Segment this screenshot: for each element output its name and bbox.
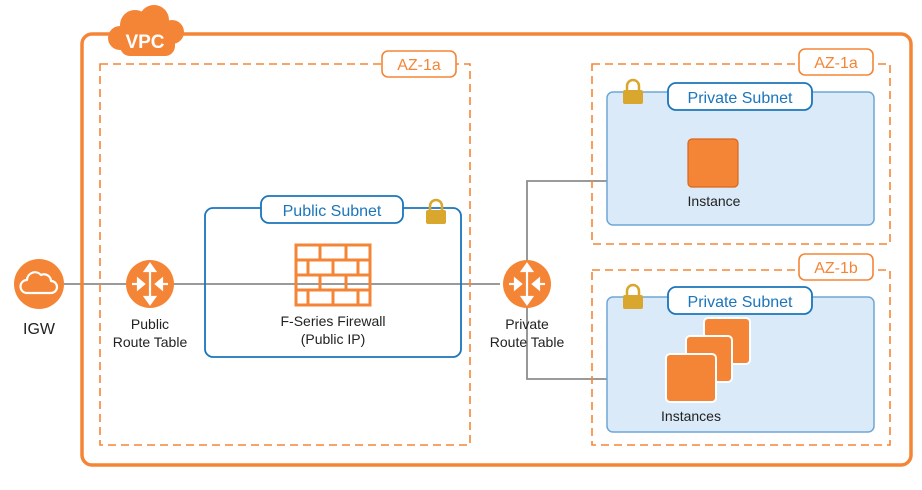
instance-node: Instance (687, 138, 741, 209)
az-left-badge (381, 50, 457, 78)
private-route-table-line2: Route Table (490, 334, 565, 350)
firewall-line2: (Public IP) (301, 331, 366, 347)
instance-label: Instance (688, 193, 741, 209)
lock-icon (623, 78, 643, 104)
router-to-private-subnet-top-line (526, 180, 607, 262)
private-subnet-top: Private Subnet (606, 82, 875, 226)
instance-icon (687, 138, 739, 188)
az-right-top-container: AZ-1a (591, 48, 891, 245)
lock-icon (426, 198, 446, 224)
firewall-node: F-Series Firewall (Public IP) (280, 243, 386, 347)
private-route-table-node: Private Route Table (490, 260, 565, 350)
vpc-label: VPC (125, 32, 164, 53)
igw-label: IGW (23, 321, 56, 338)
instances-label: Instances (661, 408, 721, 424)
private-subnet-bottom-badge (667, 286, 813, 315)
az-left-container: AZ-1a (99, 50, 471, 446)
az-left-label: AZ-1a (397, 57, 441, 74)
az-right-top-badge (798, 48, 874, 76)
az-right-bottom-container: AZ-1b (591, 253, 891, 446)
instances-icon (665, 317, 751, 403)
public-subnet-label: Public Subnet (283, 203, 382, 220)
private-subnet-bottom-label: Private Subnet (688, 294, 794, 311)
igw-icon (14, 259, 64, 309)
vpc-cloud-icon (108, 5, 184, 56)
cloud-icon (19, 271, 59, 295)
vpc-container: VPC (80, 5, 913, 467)
az-right-bottom-label: AZ-1b (814, 260, 858, 277)
firewall-line1: F-Series Firewall (280, 313, 385, 329)
public-route-table-node: Public Route Table (113, 260, 188, 350)
public-route-table-line1: Public (131, 316, 169, 332)
firewall-icon (294, 243, 372, 307)
az-right-bottom-badge (798, 253, 874, 281)
igw-node: IGW (14, 259, 64, 338)
private-route-table-line1: Private (505, 316, 549, 332)
router-to-private-subnet-bottom-line (526, 306, 607, 380)
public-route-table-line2: Route Table (113, 334, 188, 350)
private-subnet-top-label: Private Subnet (688, 90, 794, 107)
private-subnet-top-badge (667, 82, 813, 111)
public-subnet: Public Subnet (204, 195, 462, 358)
instances-node: Instances (661, 317, 751, 424)
lock-icon (623, 283, 643, 309)
public-subnet-badge (260, 195, 404, 224)
az-right-top-label: AZ-1a (814, 55, 858, 72)
